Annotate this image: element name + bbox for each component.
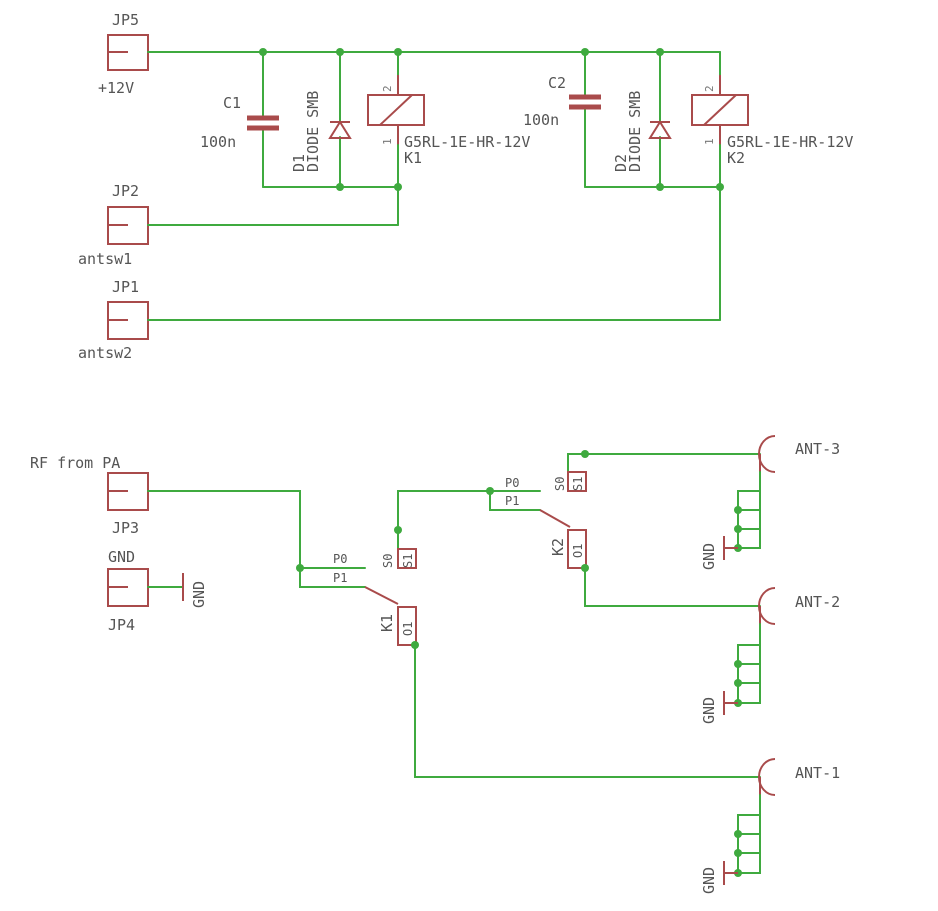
k1-pin2: 2 [381,85,394,92]
jp4-value: GND [108,548,135,566]
antenna-ant2[interactable]: ANT-2 GND [700,587,840,724]
ant3-gnd-label: GND [700,543,718,570]
k1-pin1: 1 [381,138,394,145]
relay-k2-switch[interactable]: P0 P1 S0 S1 K2 O1 [505,471,587,569]
ant2-name: ANT-2 [795,593,840,611]
jp2-value: antsw1 [78,250,132,268]
k1-name: K1 [404,149,422,167]
jp1-value: antsw2 [78,344,132,362]
ant1-gnd-label: GND [700,867,718,894]
c2-value: 100n [523,111,559,129]
ant1-name: ANT-1 [795,764,840,782]
d2-name: D2 [612,154,630,172]
diode-d1[interactable]: D1 DIODE SMB [290,51,352,188]
jp5-name: JP5 [112,11,139,29]
jp3-value: RF from PA [30,454,120,472]
d2-value: DIODE SMB [626,91,644,172]
jp4-gnd-symbol-label: GND [190,581,208,608]
antenna-ant1[interactable]: ANT-1 GND [700,758,840,894]
wire-rf-in [147,490,366,588]
c1-value: 100n [200,133,236,151]
k2-pin1: 1 [703,138,716,145]
k1-p1-label: P1 [333,571,347,585]
bottom-junctions [296,450,589,649]
k1-p0-label: P0 [333,552,347,566]
connector-jp4[interactable]: GND JP4 GND [107,548,208,634]
k2-s1-label: S1 [571,477,585,491]
k2-name: K2 [727,149,745,167]
k2-pin2: 2 [703,85,716,92]
c2-name: C2 [548,74,566,92]
antenna-ant3[interactable]: ANT-3 GND [700,435,840,570]
k2-switch-name: K2 [549,538,567,556]
k1-o1-label: O1 [401,622,415,636]
d1-name: D1 [290,154,308,172]
k1-s0-label: S0 [381,554,395,568]
jp4-name: JP4 [108,616,135,634]
k2-p0-label: P0 [505,476,519,490]
c1-name: C1 [223,94,241,112]
ant3-name: ANT-3 [795,440,840,458]
capacitor-c1[interactable]: C1 100n [200,51,279,188]
wire-k1-o1-to-ant1 [414,644,761,778]
k1-switch-name: K1 [378,614,396,632]
wire-k2-o1-to-ant2 [584,567,761,607]
jp5-value: +12V [98,79,134,97]
top-junctions [259,48,724,191]
k2-p1-label: P1 [505,494,519,508]
wire-k2-s0-to-ant3 [567,453,761,492]
k2-value: G5RL-1E-HR-12V [727,133,853,151]
d1-value: DIODE SMB [304,91,322,172]
k2-o1-label: O1 [571,544,585,558]
relay-k2-coil[interactable]: 2 1 G5RL-1E-HR-12V K2 [691,51,853,321]
ant2-gnd-label: GND [700,697,718,724]
jp3-name: JP3 [112,519,139,537]
relay-k1-switch[interactable]: P0 P1 S0 S1 K1 O1 [333,548,417,646]
diode-d2[interactable]: D2 DIODE SMB [612,51,672,188]
relay-k1-coil[interactable]: 2 1 G5RL-1E-HR-12V K1 [367,51,530,226]
k1-value: G5RL-1E-HR-12V [404,133,530,151]
jp1-name: JP1 [112,278,139,296]
connector-jp2[interactable]: JP2 antsw1 [78,182,149,268]
capacitor-c2[interactable]: C2 100n [523,51,601,188]
connector-jp1[interactable]: JP1 antsw2 [78,278,149,362]
k1-s1-label: S1 [401,554,415,568]
jp2-name: JP2 [112,182,139,200]
connector-jp5[interactable]: JP5 +12V [98,11,149,97]
connector-jp3[interactable]: RF from PA JP3 [30,454,149,537]
k2-s0-label: S0 [553,477,567,491]
